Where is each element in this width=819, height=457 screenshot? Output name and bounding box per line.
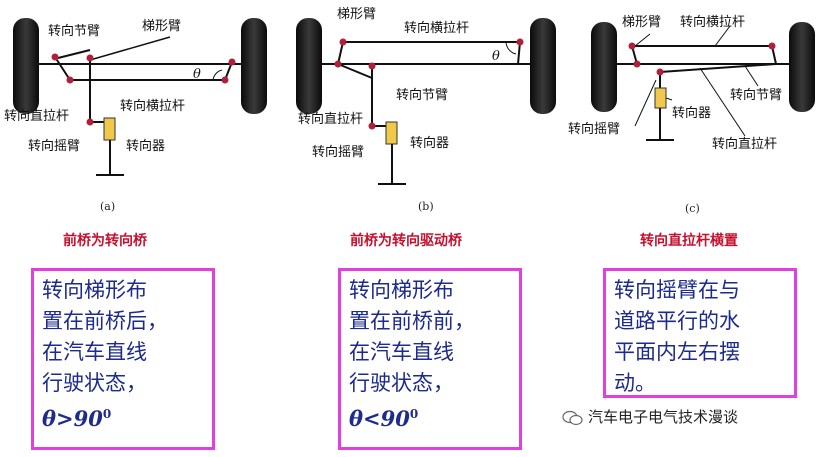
joint-icon [66, 76, 74, 84]
ineq-symbol: θ [349, 406, 364, 431]
caption-a: 前桥为转向桥 [63, 233, 147, 249]
label-steering-gear: 转向器 [126, 138, 165, 154]
box-line: 转向摇臂在与 [614, 278, 740, 302]
joint-icon [339, 38, 347, 46]
joint-icon [368, 122, 376, 130]
caption-b: 前桥为转向驱动桥 [350, 233, 462, 249]
label-pitman-arm: 转向摇臂 [28, 138, 80, 154]
joint-icon [221, 76, 229, 84]
label-tie-rod: 转向横拉杆 [120, 98, 185, 114]
leader-line [665, 97, 673, 101]
wheel-left-icon [13, 18, 39, 114]
knuckle-arm-lower [337, 63, 373, 79]
label-drag-link: 转向直拉杆 [712, 136, 777, 152]
box-line: 置在前桥后， [42, 309, 168, 333]
theta-arc [505, 41, 517, 55]
label-knuckle-arm: 转向节臂 [730, 87, 782, 103]
knuckle-arm-left [54, 56, 71, 81]
joint-icon [628, 42, 636, 50]
leader-line [699, 67, 746, 137]
label-theta: θ [193, 67, 201, 82]
leader-line [634, 79, 657, 127]
knuckle-arm-right [517, 41, 521, 65]
joint-icon [768, 42, 776, 50]
description-box-c: 转向摇臂在与 道路平行的水 平面内左右摆 动。 [603, 268, 797, 398]
label-tie-rod: 转向横拉杆 [404, 20, 469, 36]
box-line: 道路平行的水 [614, 309, 740, 333]
angle-condition: θ>900 [42, 399, 212, 434]
box-line: 在汽车直线 [42, 340, 147, 364]
box-line: 行驶状态， [349, 371, 454, 395]
box-line: 动。 [614, 371, 656, 395]
joint-icon [334, 60, 342, 68]
theta-arc [212, 69, 223, 81]
joint-icon [516, 38, 524, 46]
box-line: 平面内左右摆 [614, 340, 740, 364]
box-line: 置在前桥前， [349, 309, 475, 333]
wheel-right-icon [789, 22, 815, 112]
caption-c: 转向直拉杆横置 [640, 233, 738, 249]
joint-icon [368, 62, 376, 70]
label-steering-gear: 转向器 [672, 105, 711, 121]
ineq-symbol: θ [42, 406, 57, 431]
sub-label-b: (b) [418, 200, 434, 213]
joint-icon [86, 118, 94, 126]
ineq-sup: 0 [102, 407, 112, 421]
watermark-text: 汽车电子电气技术漫谈 [588, 408, 739, 426]
joint-icon [656, 68, 664, 76]
leader-line [634, 33, 651, 47]
description-box-a: 转向梯形布 置在前桥后， 在汽车直线 行驶状态， θ>900 [31, 268, 215, 450]
label-theta: θ [492, 49, 500, 64]
joint-icon [633, 60, 641, 68]
description-box-b: 转向梯形布 置在前桥前， 在汽车直线 行驶状态， θ<900 [338, 268, 522, 450]
box-line: 行驶状态， [42, 371, 147, 395]
label-trapezoid-arm: 梯形臂 [622, 15, 661, 30]
trapezoid-arm-line [89, 36, 171, 61]
steering-gear-icon [654, 87, 667, 109]
leader-line [714, 25, 731, 47]
steering-gear-icon [103, 117, 116, 141]
angle-condition: θ<900 [349, 399, 519, 434]
box-line: 转向梯形布 [349, 278, 454, 302]
watermark: 汽车电子电气技术漫谈 [562, 406, 738, 427]
joint-icon [51, 53, 59, 61]
box-line: 转向梯形布 [42, 278, 147, 302]
label-tie-rod: 转向横拉杆 [680, 14, 745, 30]
panel-b-diagram: 梯形臂 转向横拉杆 θ 转向节臂 转向直拉杆 转向摇臂 转向器 (b) [296, 7, 556, 213]
ineq-value: 90 [73, 406, 103, 431]
knuckle-arm-upper [57, 49, 91, 59]
wheel-left-icon [296, 18, 322, 114]
label-trapezoid-arm: 梯形臂 [337, 7, 376, 22]
joint-icon [228, 58, 236, 66]
ineq-op: < [363, 406, 381, 431]
wheel-left-icon [591, 22, 617, 112]
wheel-right-icon [241, 18, 267, 114]
ineq-value: 90 [380, 406, 410, 431]
box-line: 在汽车直线 [349, 340, 454, 364]
joint-icon [86, 54, 94, 62]
label-pitman-arm: 转向摇臂 [312, 144, 364, 160]
steering-gear-icon [385, 121, 398, 145]
drag-link [659, 63, 777, 73]
label-knuckle-arm: 转向节臂 [48, 23, 100, 39]
wechat-icon [562, 410, 583, 425]
wheel-right-icon [530, 18, 556, 114]
sub-label-c: (c) [685, 202, 700, 215]
label-steering-gear: 转向器 [410, 135, 449, 151]
panel-c-diagram: 梯形臂 转向横拉杆 转向节臂 转向器 转向摇臂 转向直拉杆 (c) [568, 14, 815, 215]
label-knuckle-arm: 转向节臂 [396, 87, 448, 103]
label-drag-link: 转向直拉杆 [4, 108, 69, 124]
ineq-sup: 0 [409, 407, 419, 421]
ineq-op: > [56, 406, 74, 431]
label-trapezoid-arm: 梯形臂 [142, 19, 181, 34]
knuckle-arm-left [337, 41, 344, 65]
leader-line [744, 65, 759, 87]
label-drag-link: 转向直拉杆 [298, 111, 363, 127]
label-pitman-arm: 转向摇臂 [568, 121, 620, 137]
panel-a-diagram: 转向节臂 梯形臂 θ 转向横拉杆 转向直拉杆 转向摇臂 转向器 (a) [4, 18, 267, 213]
sub-label-a: (a) [100, 200, 115, 213]
